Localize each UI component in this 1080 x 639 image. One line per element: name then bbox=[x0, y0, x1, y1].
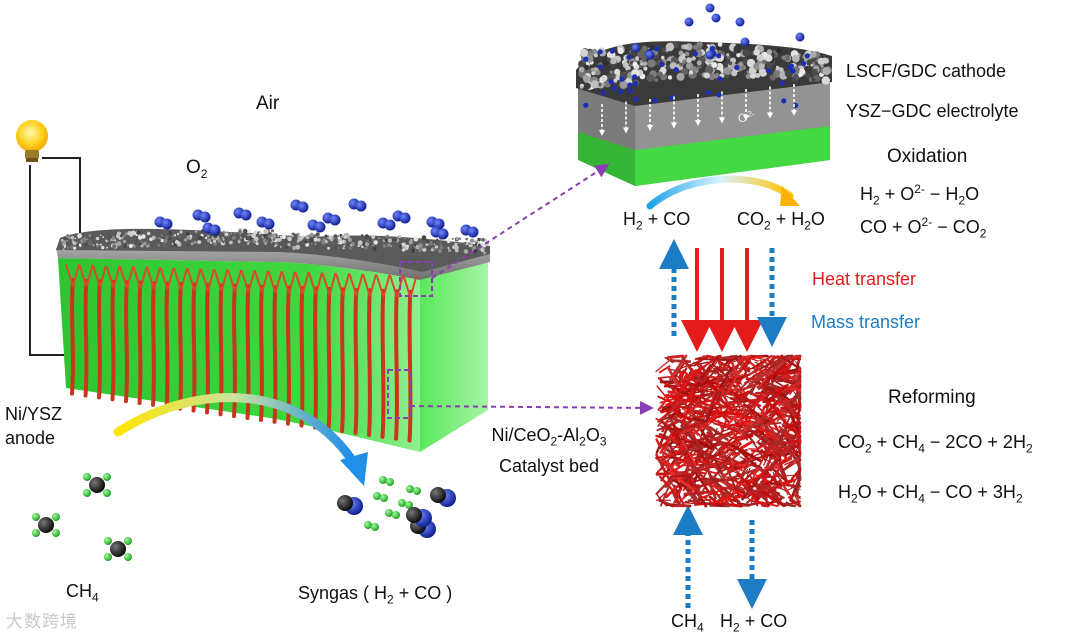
watermark: 大数跨境 bbox=[6, 607, 78, 632]
oxidation-equation-1: H2 + O2- − H2O bbox=[860, 178, 979, 212]
syngas-label: Syngas ( H2 + CO ) bbox=[298, 582, 452, 611]
h2-co-label: H2 + CO bbox=[623, 208, 690, 237]
air-label: Air bbox=[256, 93, 279, 115]
cathode-inset: O2- bbox=[576, 41, 832, 186]
ch4-molecules bbox=[32, 473, 132, 561]
heat-transfer-label: Heat transfer bbox=[812, 268, 916, 290]
reaction-flow-arrow bbox=[650, 179, 790, 206]
heat-transfer-arrows bbox=[697, 248, 747, 336]
bottom-h2-co-label: H2 + CO bbox=[720, 610, 787, 639]
o2-label: O2 bbox=[186, 157, 207, 185]
catalyst-bed bbox=[656, 356, 800, 506]
bottom-ch4-label: CH4 bbox=[671, 610, 704, 639]
reforming-equation-2: H2O + CH4 − CO + 3H2 bbox=[838, 481, 1023, 510]
light-bulb-icon bbox=[16, 120, 48, 162]
mass-transfer-label: Mass transfer bbox=[811, 311, 920, 333]
syngas-molecules bbox=[337, 476, 456, 538]
electrolyte-label: YSZ−GDC electrolyte bbox=[846, 100, 1019, 122]
reforming-title: Reforming bbox=[888, 387, 976, 409]
oxidation-equation-2: CO + O2- − CO2 bbox=[860, 211, 986, 245]
reforming-equation-1: CO2 + CH4 − 2CO + 2H2 bbox=[838, 431, 1033, 460]
catalyst-bed-label: Ni/CeO2-Al2O3 Catalyst bed bbox=[474, 423, 624, 478]
co2-h2o-label: CO2 + H2O bbox=[737, 208, 825, 237]
ch4-label: CH4 bbox=[66, 580, 99, 609]
cathode-label: LSCF/GDC cathode bbox=[846, 60, 1006, 82]
oxidation-title: Oxidation bbox=[887, 146, 967, 168]
